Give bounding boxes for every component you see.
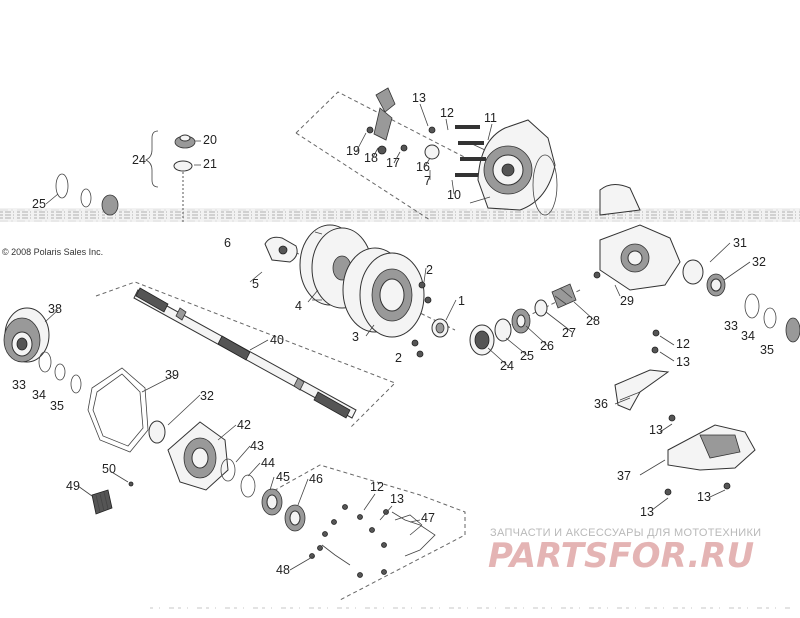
scan-noise-band <box>0 208 800 222</box>
callout-26: 26 <box>540 339 554 353</box>
vent-cap-group <box>55 130 196 222</box>
stud-bolts <box>455 125 486 177</box>
callout-49: 49 <box>66 479 80 493</box>
callout-33-left: 33 <box>12 378 26 392</box>
callout-34-left: 34 <box>32 388 46 402</box>
callout-39: 39 <box>165 368 179 382</box>
leader-lines <box>44 103 751 571</box>
callout-3: 3 <box>352 330 359 344</box>
gear-housing-group <box>593 184 800 354</box>
callout-13-bracket-b: 13 <box>640 505 654 519</box>
callout-5: 5 <box>252 277 259 291</box>
callout-27: 27 <box>562 326 576 340</box>
callout-13-right: 13 <box>676 355 690 369</box>
callout-44: 44 <box>261 456 275 470</box>
callout-47: 47 <box>421 511 435 525</box>
bracket-group <box>614 369 756 496</box>
callout-45: 45 <box>276 470 290 484</box>
callout-13-bracket-c: 13 <box>697 490 711 504</box>
callout-11: 11 <box>484 111 497 125</box>
callout-40: 40 <box>270 333 284 347</box>
callout-12-bottom: 12 <box>370 480 384 494</box>
callout-2b: 2 <box>395 351 402 365</box>
callout-31: 31 <box>733 236 747 250</box>
callout-36: 36 <box>594 397 608 411</box>
callout-2a: 2 <box>426 263 433 277</box>
drive-shaft-group <box>3 281 396 453</box>
callout-33-right: 33 <box>724 319 738 333</box>
callout-18: 20 <box>203 133 217 147</box>
copyright-text: © 2008 Polaris Sales Inc. <box>2 247 103 257</box>
housing-cover-group <box>295 87 558 221</box>
callout-7: 7 <box>424 174 431 188</box>
callout-37: 37 <box>617 469 631 483</box>
callout-38: 38 <box>48 302 62 316</box>
callout-12-top: 12 <box>440 106 454 120</box>
watermark-brand: PARTSFOR.RU <box>488 536 754 576</box>
callout-12-right: 12 <box>676 337 690 351</box>
callout-13-bracket-a: 13 <box>649 423 663 437</box>
watermark-tagline: ЗАПЧАСТИ И АКСЕССУАРЫ ДЛЯ МОТОТЕХНИКИ <box>490 527 761 539</box>
callout-4: 4 <box>295 299 302 313</box>
callout-35-left: 35 <box>50 399 64 413</box>
bearing-stack <box>469 283 581 356</box>
callout-29: 29 <box>620 294 634 308</box>
callout-28: 28 <box>586 314 600 328</box>
callout-6: 6 <box>224 236 231 250</box>
callout-24: 24 <box>500 359 514 373</box>
callout-10: 10 <box>447 188 461 202</box>
callout-34-right: 34 <box>741 329 755 343</box>
callout-32-right: 32 <box>752 255 766 269</box>
clutch-gear-group <box>264 224 456 358</box>
callout-19: 21 <box>203 157 217 171</box>
callout-32-left: 32 <box>200 389 214 403</box>
callout-48: 48 <box>276 563 290 577</box>
callout-16: 18 <box>364 151 378 165</box>
callout-50: 50 <box>102 462 116 476</box>
callout-17: 19 <box>346 144 360 158</box>
callout-1: 1 <box>458 294 465 308</box>
callout-42: 42 <box>237 418 251 432</box>
callout-13-top: 13 <box>412 91 426 105</box>
callout-21: 25 <box>32 197 46 211</box>
callout-43: 43 <box>250 439 264 453</box>
callout-13-bottom: 13 <box>390 492 404 506</box>
callout-46: 46 <box>309 472 323 486</box>
watermark: ЗАПЧАСТИ И АКСЕССУАРЫ ДЛЯ МОТОТЕХНИКИ PA… <box>488 527 761 576</box>
output-housing-group <box>91 420 466 601</box>
callout-20: 24 <box>132 153 146 167</box>
callout-35-right: 35 <box>760 343 774 357</box>
callout-15: 17 <box>386 156 400 170</box>
